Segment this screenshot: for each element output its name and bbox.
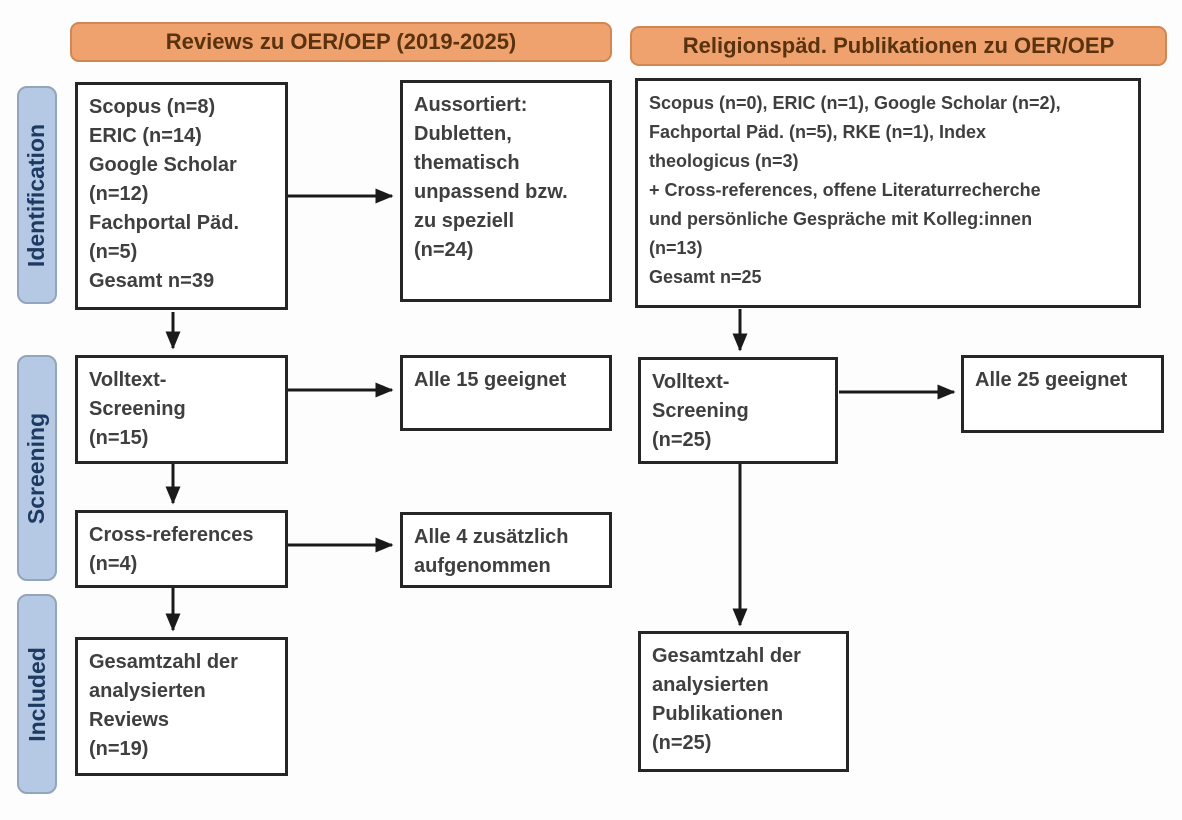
stage-label-identification: Identification — [17, 86, 57, 304]
box-volltext-screening-publikationen: Volltext- Screening (n=25) — [638, 357, 838, 464]
box-sources-religionspaed: Scopus (n=0), ERIC (n=1), Google Scholar… — [635, 78, 1141, 308]
box-aussortiert: Aussortiert: Dubletten, thematisch unpas… — [400, 80, 612, 302]
box-alle-25-geeignet: Alle 25 geeignet — [961, 355, 1164, 433]
stage-label-identification-text: Identification — [23, 123, 50, 267]
box-gesamtzahl-reviews: Gesamtzahl der analysierten Reviews (n=1… — [75, 637, 288, 776]
box-alle-4-aufgenommen: Alle 4 zusätzlich aufgenommen — [400, 512, 612, 588]
box-cross-references: Cross-references (n=4) — [75, 510, 288, 588]
box-sources-reviews: Scopus (n=8) ERIC (n=14) Google Scholar … — [75, 82, 288, 310]
stage-label-included-text: Included — [23, 646, 50, 742]
box-gesamtzahl-publikationen: Gesamtzahl der analysierten Publikatione… — [638, 631, 849, 772]
column-header-religionspaed: Religionspäd. Publikationen zu OER/OEP — [630, 26, 1167, 66]
stage-label-included: Included — [17, 594, 57, 794]
box-volltext-screening-reviews: Volltext- Screening (n=15) — [75, 355, 288, 464]
stage-label-screening: Screening — [17, 355, 57, 581]
box-alle-15-geeignet: Alle 15 geeignet — [400, 355, 612, 431]
stage-label-screening-text: Screening — [23, 412, 50, 524]
column-header-reviews: Reviews zu OER/OEP (2019-2025) — [70, 22, 612, 62]
